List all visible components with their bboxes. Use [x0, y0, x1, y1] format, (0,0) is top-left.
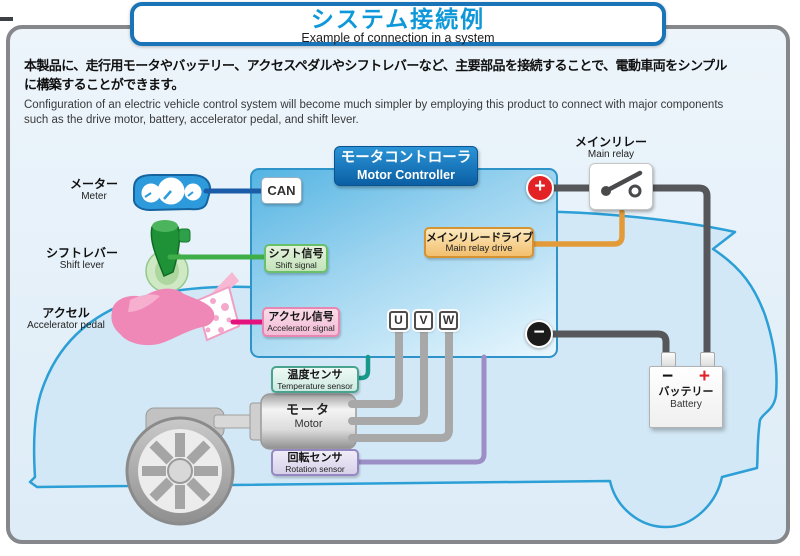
rotation-sensor-box: 回転センサ Rotation sensor [271, 449, 359, 476]
page-subtitle: Example of connection in a system [301, 31, 495, 45]
temperature-sensor-jp: 温度センサ [287, 368, 343, 381]
rotation-sensor-jp: 回転センサ [287, 451, 343, 464]
shift-lever-en: Shift lever [59, 260, 105, 271]
motor-jp: モータ [285, 402, 331, 417]
intro-en-line1: Configuration of an electric vehicle con… [24, 99, 724, 111]
motor-label: モータ Motor [261, 402, 356, 431]
temperature-sensor-en: Temperature sensor [277, 380, 353, 391]
battery-plus-symbol: + [698, 366, 710, 387]
phase-v-box: V [414, 311, 433, 330]
plus-terminal: + [526, 174, 554, 202]
shift-lever-jp: シフトレバー [45, 246, 118, 260]
battery-jp: バッテリー [658, 386, 714, 398]
relay-switch-icon [601, 170, 643, 198]
intro-en-line2: such as the drive motor, battery, accele… [24, 114, 359, 126]
accelerator-label: アクセル Accelerator pedal [6, 306, 126, 332]
main-relay-jp: メインリレー [574, 135, 647, 149]
main-relay-en: Main relay [587, 149, 635, 160]
relay-drive-jp: メインリレードライブ [426, 231, 533, 244]
main-relay-drive-box: メインリレードライブ Main relay drive [424, 227, 534, 258]
intro-jp-line2: に構築することができます。 [24, 77, 185, 92]
meter-label: メーター Meter [52, 177, 136, 203]
accelerator-en: Accelerator pedal [27, 320, 105, 331]
meter-jp: メーター [69, 177, 118, 191]
battery-en: Battery [670, 399, 702, 410]
phase-w-box: W [439, 311, 458, 330]
intro-text: 本製品に、走行用モータやバッテリー、アクセスペダルやシフトレバーなど、主要部品を… [24, 56, 784, 128]
page-title: システム接続例 [310, 6, 486, 32]
motor-controller-badge: モータコントローラ Motor Controller [334, 146, 478, 186]
temperature-sensor-box: 温度センサ Temperature sensor [271, 366, 359, 393]
accelerator-jp: アクセル [42, 306, 90, 320]
relay-drive-en: Main relay drive [445, 242, 513, 254]
minus-terminal: − [525, 320, 553, 348]
battery-plus-terminal [700, 352, 715, 367]
shift-signal-jp: シフト信号 [268, 247, 324, 260]
battery-box: − + バッテリー Battery [649, 366, 723, 428]
edge-accent-line [0, 17, 13, 21]
main-relay-label: メインリレー Main relay [563, 135, 659, 161]
shift-signal-en: Shift signal [275, 259, 317, 270]
main-relay-box [589, 163, 653, 210]
shift-lever-label: シフトレバー Shift lever [36, 246, 128, 272]
can-box: CAN [261, 177, 302, 204]
title-box: システム接続例 Example of connection in a syste… [130, 2, 666, 46]
rotation-sensor-en: Rotation sensor [285, 463, 345, 474]
motor-en: Motor [294, 418, 323, 430]
intro-jp-line1: 本製品に、走行用モータやバッテリー、アクセスペダルやシフトレバーなど、主要部品を… [24, 58, 727, 73]
battery-minus-symbol: − [662, 366, 674, 387]
controller-title-en: Motor Controller [357, 168, 455, 182]
shift-signal-box: シフト信号 Shift signal [264, 244, 328, 273]
battery-symbols: − + [650, 367, 722, 386]
meter-en: Meter [81, 191, 107, 202]
phase-u-box: U [389, 311, 408, 330]
accel-signal-box: アクセル信号 Accelerator signal [262, 307, 340, 337]
accel-signal-jp: アクセル信号 [268, 311, 334, 323]
accel-signal-en: Accelerator signal [267, 323, 335, 333]
battery-minus-terminal [661, 352, 676, 367]
controller-title-jp: モータコントローラ [340, 150, 472, 166]
